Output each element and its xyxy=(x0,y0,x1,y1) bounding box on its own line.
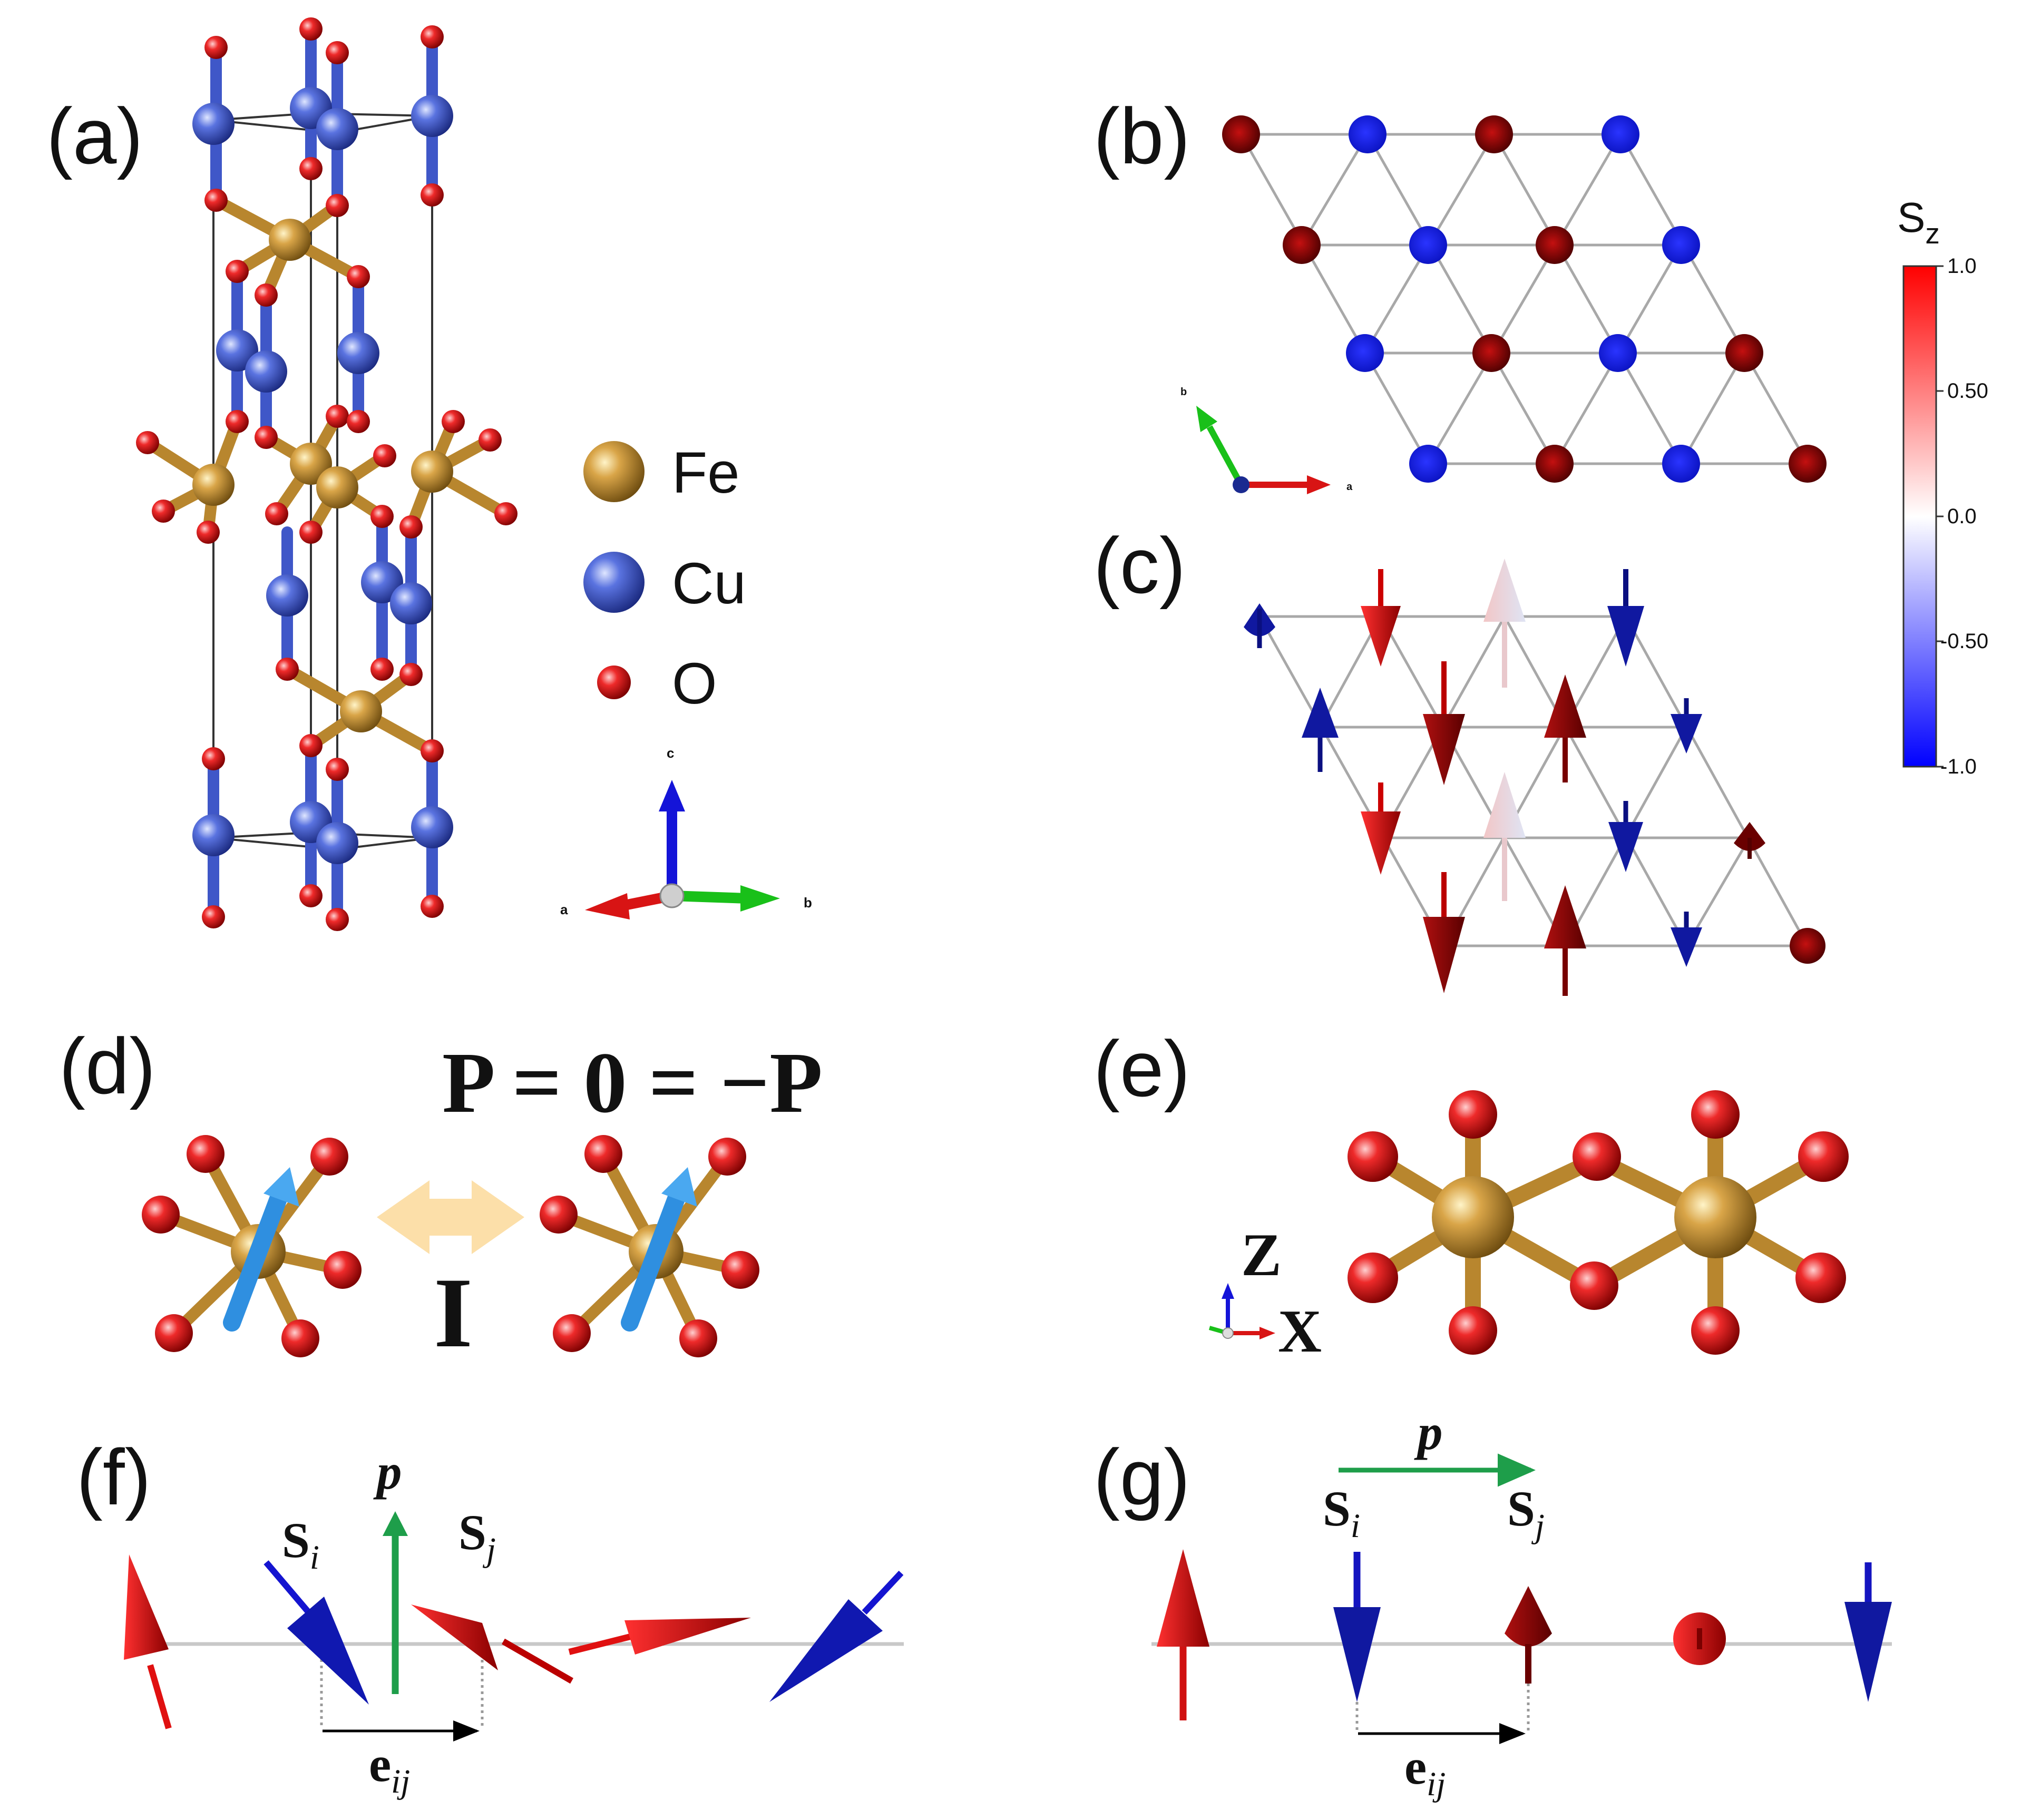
inversion-double-arrow xyxy=(377,1180,524,1254)
colorbar-tick: 1.0 xyxy=(1947,255,1977,278)
octahedron-right xyxy=(540,1135,759,1357)
spin-arrow xyxy=(621,1187,686,1332)
axis-b-arrow xyxy=(740,885,780,912)
panel-f-label: (f) xyxy=(76,1433,151,1521)
colorbar-tick: -0.50 xyxy=(1940,630,1988,653)
colorbar-gradient xyxy=(1902,265,1937,768)
axis-b-label-b: b xyxy=(1180,386,1187,398)
equation: P = 0 = −P xyxy=(442,1034,823,1131)
legend-cu-swatch xyxy=(583,552,645,613)
panel-c-label: (c) xyxy=(1094,521,1186,610)
triangular-lattice-c xyxy=(1258,615,1809,947)
p-label: p xyxy=(1414,1404,1443,1460)
panel-a-label: (a) xyxy=(46,92,143,180)
sj-label: Sj xyxy=(458,1504,496,1569)
si-label: Si xyxy=(282,1512,319,1577)
si-label: Si xyxy=(1323,1481,1360,1545)
eij-label: eij xyxy=(369,1736,410,1801)
colorbar-tick: 0.50 xyxy=(1947,379,1988,403)
axes-e: Z X xyxy=(1208,1221,1322,1365)
axes-a: c a b xyxy=(560,745,812,919)
colorbar-tick: -1.0 xyxy=(1940,755,1977,778)
axis-b-label: b xyxy=(804,895,812,911)
colorbar: Sz 1.0 0.50 0.0 -0.50 -1.0 xyxy=(1897,194,1988,778)
labels-f: p Si Sj eij xyxy=(282,1444,496,1801)
panel-d: (d) P = 0 = −P I xyxy=(59,1022,823,1368)
panel-e: (e) xyxy=(1094,1024,1849,1365)
panel-d-label: (d) xyxy=(59,1022,155,1110)
axis-a-label: a xyxy=(560,902,568,917)
spin-arrow-head xyxy=(661,1167,697,1207)
panel-f: (f) p Si Sj eij xyxy=(76,1433,904,1801)
legend-fe-swatch xyxy=(583,441,645,502)
panel-g-label: (g) xyxy=(1094,1433,1190,1521)
axis-c-label: c xyxy=(667,745,674,761)
colorbar-title: Sz xyxy=(1897,194,1940,250)
panel-b-label: (b) xyxy=(1094,92,1190,180)
fe2o-dimer xyxy=(1348,1090,1849,1355)
triangular-lattice-b xyxy=(1239,133,1809,465)
spin-sites-b xyxy=(1222,115,1827,483)
spin-arrow-head xyxy=(263,1167,299,1207)
axis-z-label: Z xyxy=(1241,1221,1282,1288)
spins-g xyxy=(1157,1549,1892,1720)
spin-arrow xyxy=(223,1187,288,1332)
panel-e-label: (e) xyxy=(1094,1024,1190,1113)
panel-b: (b) xyxy=(1094,92,1827,494)
legend-cu-label: Cu xyxy=(672,551,746,616)
panel-a: (a) xyxy=(46,17,812,931)
axis-c-arrow xyxy=(659,780,685,811)
eij-label: eij xyxy=(1404,1739,1446,1803)
axis-x-label: X xyxy=(1278,1298,1322,1365)
panel-g: (g) p Si Sj eij xyxy=(1094,1404,1892,1803)
spins-f xyxy=(124,1511,904,1729)
atom-legend: Fe Cu O xyxy=(583,441,746,716)
axis-a-arrow xyxy=(585,893,630,919)
colorbar-tick: 0.0 xyxy=(1947,505,1977,528)
p-label: p xyxy=(373,1444,402,1500)
legend-o-swatch xyxy=(597,666,631,699)
inversion-operator: I xyxy=(434,1258,473,1368)
legend-fe-label: Fe xyxy=(672,441,739,505)
atoms xyxy=(136,17,518,931)
panel-c: (c) xyxy=(1094,521,1825,996)
octahedron-left xyxy=(142,1135,362,1357)
axis-a-label-b: a xyxy=(1346,481,1353,493)
axes-b: b a xyxy=(1180,386,1353,494)
legend-o-label: O xyxy=(672,651,717,716)
spin-cones-c xyxy=(1244,559,1825,996)
sj-label: Sj xyxy=(1507,1481,1545,1545)
